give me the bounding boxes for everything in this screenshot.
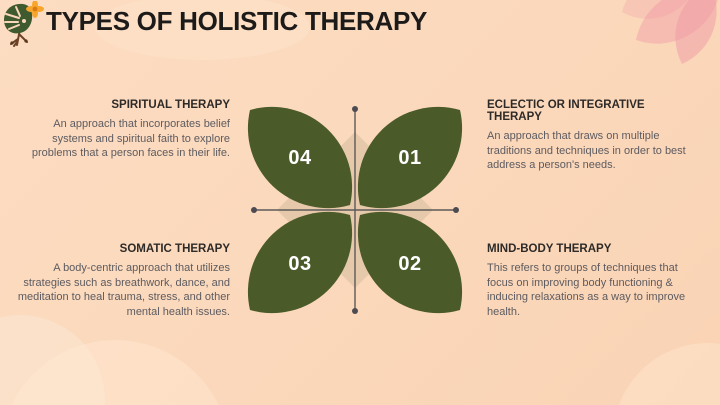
petal-04 — [247, 106, 353, 209]
header-backdrop-blob — [95, 0, 310, 60]
section-description: An approach that draws on multiple tradi… — [487, 130, 686, 171]
orange-flower-icon — [26, 1, 44, 18]
page-title: TYPES OF HOLISTIC THERAPY — [46, 6, 428, 36]
bottom-right-circle — [613, 343, 720, 405]
petal-03 — [247, 211, 353, 314]
section-spiritual-therapy: SPIRITUAL THERAPY An approach that incor… — [28, 99, 230, 161]
petal-number-01: 01 — [398, 147, 421, 169]
section-description: This refers to groups of techniques that… — [487, 262, 686, 318]
monstera-leaf-icon — [4, 1, 44, 47]
axis-crosshair — [254, 109, 456, 311]
axis-end-dots — [251, 106, 459, 314]
petal-number-04: 04 — [288, 147, 312, 169]
petal-diagram: 01 04 03 02 — [247, 106, 463, 314]
petal-01 — [357, 106, 463, 209]
section-heading: SOMATIC THERAPY — [119, 243, 230, 255]
pink-petals-decoration — [622, 0, 718, 64]
petal-number-03: 03 — [288, 253, 311, 275]
section-mind-body-therapy: MIND-BODY THERAPY This refers to groups … — [487, 243, 692, 319]
section-heading: ECLECTIC OR INTEGRATIVE THERAPY — [487, 99, 645, 123]
petal-02 — [357, 211, 463, 314]
section-description: A body-centric approach that utilizes st… — [17, 262, 230, 318]
section-description: An approach that incorporates belief sys… — [31, 118, 230, 159]
petal-number-02: 02 — [398, 253, 421, 275]
section-somatic-therapy: SOMATIC THERAPY A body-centric approach … — [12, 243, 230, 319]
section-heading: MIND-BODY THERAPY — [487, 243, 612, 255]
section-eclectic-therapy: ECLECTIC OR INTEGRATIVE THERAPY An appro… — [487, 99, 697, 173]
section-heading: SPIRITUAL THERAPY — [111, 99, 230, 111]
